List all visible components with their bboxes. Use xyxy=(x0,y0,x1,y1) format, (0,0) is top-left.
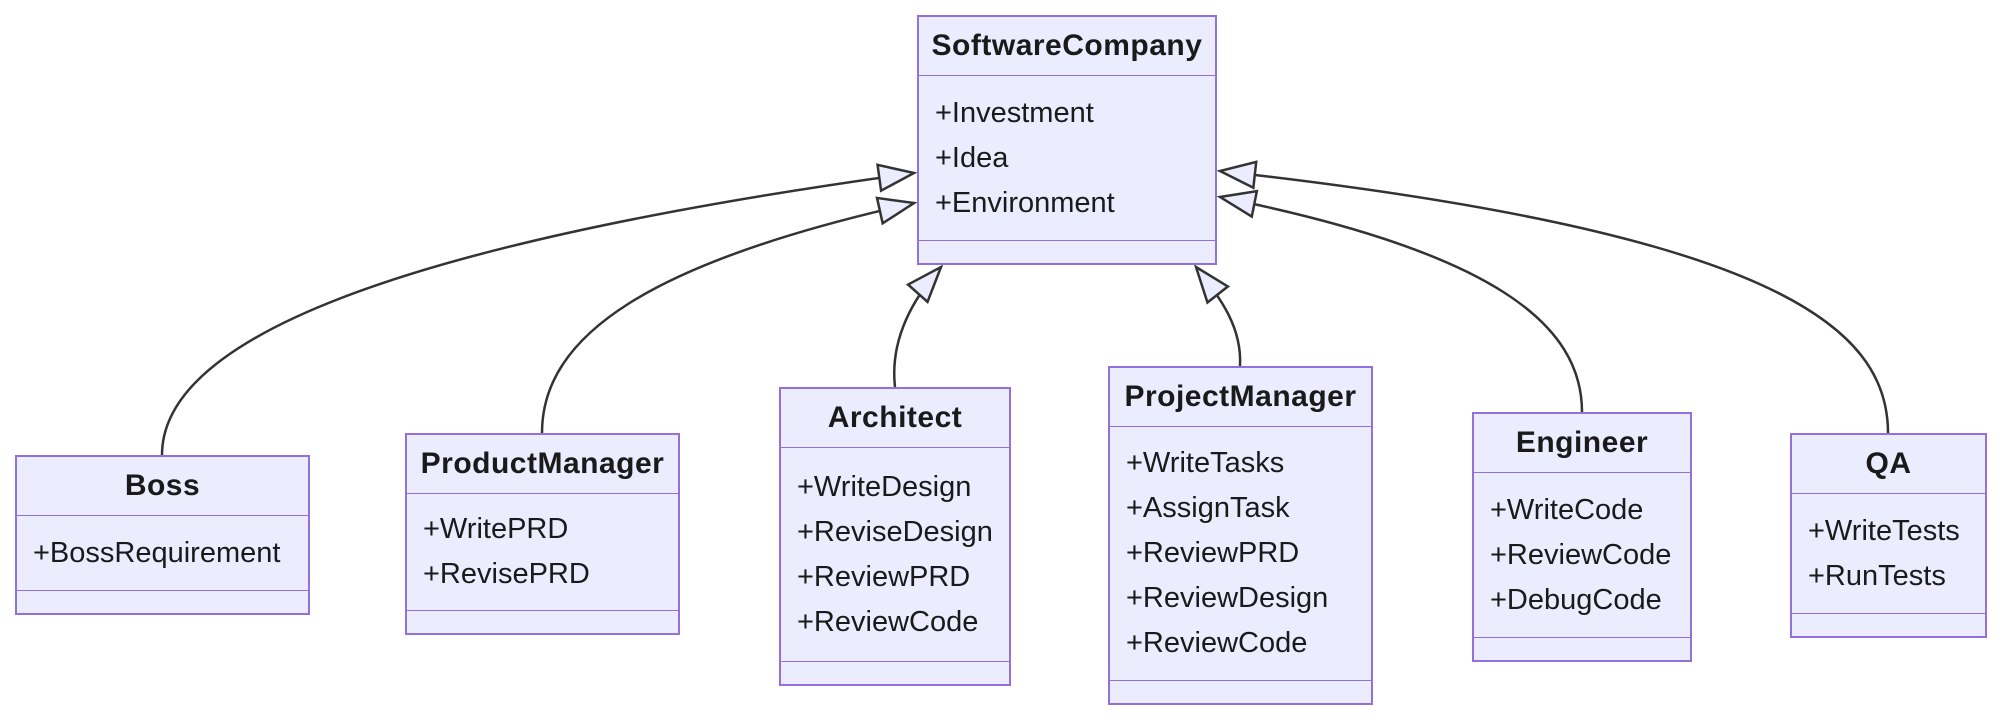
class-title: Engineer xyxy=(1515,426,1649,459)
class-member: +BossRequirement xyxy=(33,536,281,569)
class-title: SoftwareCompany xyxy=(931,29,1203,62)
class-boss: Boss +BossRequirement xyxy=(15,455,310,615)
class-member: +ReviewCode xyxy=(1490,538,1672,571)
class-software-company: SoftwareCompany +Investment +Idea +Envir… xyxy=(917,15,1217,265)
attributes-compartment: +WriteTests +RunTests xyxy=(1792,493,1985,613)
methods-compartment xyxy=(919,240,1215,263)
attributes-compartment: +WriteTasks +AssignTask +ReviewPRD +Revi… xyxy=(1110,426,1371,680)
class-member: +ReviewDesign xyxy=(1126,582,1329,614)
attributes-compartment: +WritePRD +RevisePRD xyxy=(407,493,678,610)
inheritance-edge-boss xyxy=(160,173,914,456)
inheritance-edge-architect xyxy=(893,267,941,388)
attributes-compartment: +WriteCode +ReviewCode +DebugCode xyxy=(1474,472,1690,637)
class-member: +ReviewCode xyxy=(797,605,979,638)
methods-compartment xyxy=(781,661,1009,684)
class-product-manager: ProductManager +WritePRD +RevisePRD xyxy=(405,433,680,635)
class-architect: Architect +WriteDesign +ReviseDesign +Re… xyxy=(779,387,1011,686)
class-title: ProductManager xyxy=(420,447,665,480)
methods-compartment xyxy=(1110,680,1371,703)
class-qa: QA +WriteTests +RunTests xyxy=(1790,433,1987,638)
inheritance-edge-qa xyxy=(1220,171,1890,434)
inheritance-edge-project-manager xyxy=(1196,267,1242,367)
attributes-compartment: +BossRequirement xyxy=(17,515,308,590)
methods-compartment xyxy=(1474,637,1690,660)
class-member: +WritePRD xyxy=(423,513,569,545)
class-title: Boss xyxy=(124,469,201,502)
class-member: +AssignTask xyxy=(1126,492,1290,524)
class-title: ProjectManager xyxy=(1124,380,1357,413)
class-member: +Environment xyxy=(935,186,1115,219)
inheritance-edge-engineer xyxy=(1220,197,1584,413)
class-member: +WriteTests xyxy=(1808,514,1960,547)
class-project-manager: ProjectManager +WriteTasks +AssignTask +… xyxy=(1108,366,1373,705)
methods-compartment xyxy=(17,590,308,613)
class-member: +WriteDesign xyxy=(797,470,972,503)
class-member: +ReviewPRD xyxy=(797,560,971,593)
class-member: +WriteCode xyxy=(1490,493,1644,526)
class-member: +Idea xyxy=(935,141,1009,174)
class-member: +Investment xyxy=(935,96,1094,129)
inheritance-edge-product-manager xyxy=(540,203,914,434)
methods-compartment xyxy=(1792,613,1985,636)
class-member: +RevisePRD xyxy=(423,558,590,590)
class-member: +DebugCode xyxy=(1490,583,1662,616)
class-member: +ReviseDesign xyxy=(797,515,993,548)
class-member: +ReviewPRD xyxy=(1126,537,1300,569)
class-member: +RunTests xyxy=(1808,559,1946,592)
attributes-compartment: +WriteDesign +ReviseDesign +ReviewPRD +R… xyxy=(781,447,1009,661)
attributes-compartment: +Investment +Idea +Environment xyxy=(919,75,1215,240)
class-title: Architect xyxy=(827,401,963,434)
class-member: +ReviewCode xyxy=(1126,627,1308,659)
class-title: QA xyxy=(1865,447,1912,480)
class-engineer: Engineer +WriteCode +ReviewCode +DebugCo… xyxy=(1472,412,1692,662)
class-member: +WriteTasks xyxy=(1126,447,1285,479)
methods-compartment xyxy=(407,610,678,633)
